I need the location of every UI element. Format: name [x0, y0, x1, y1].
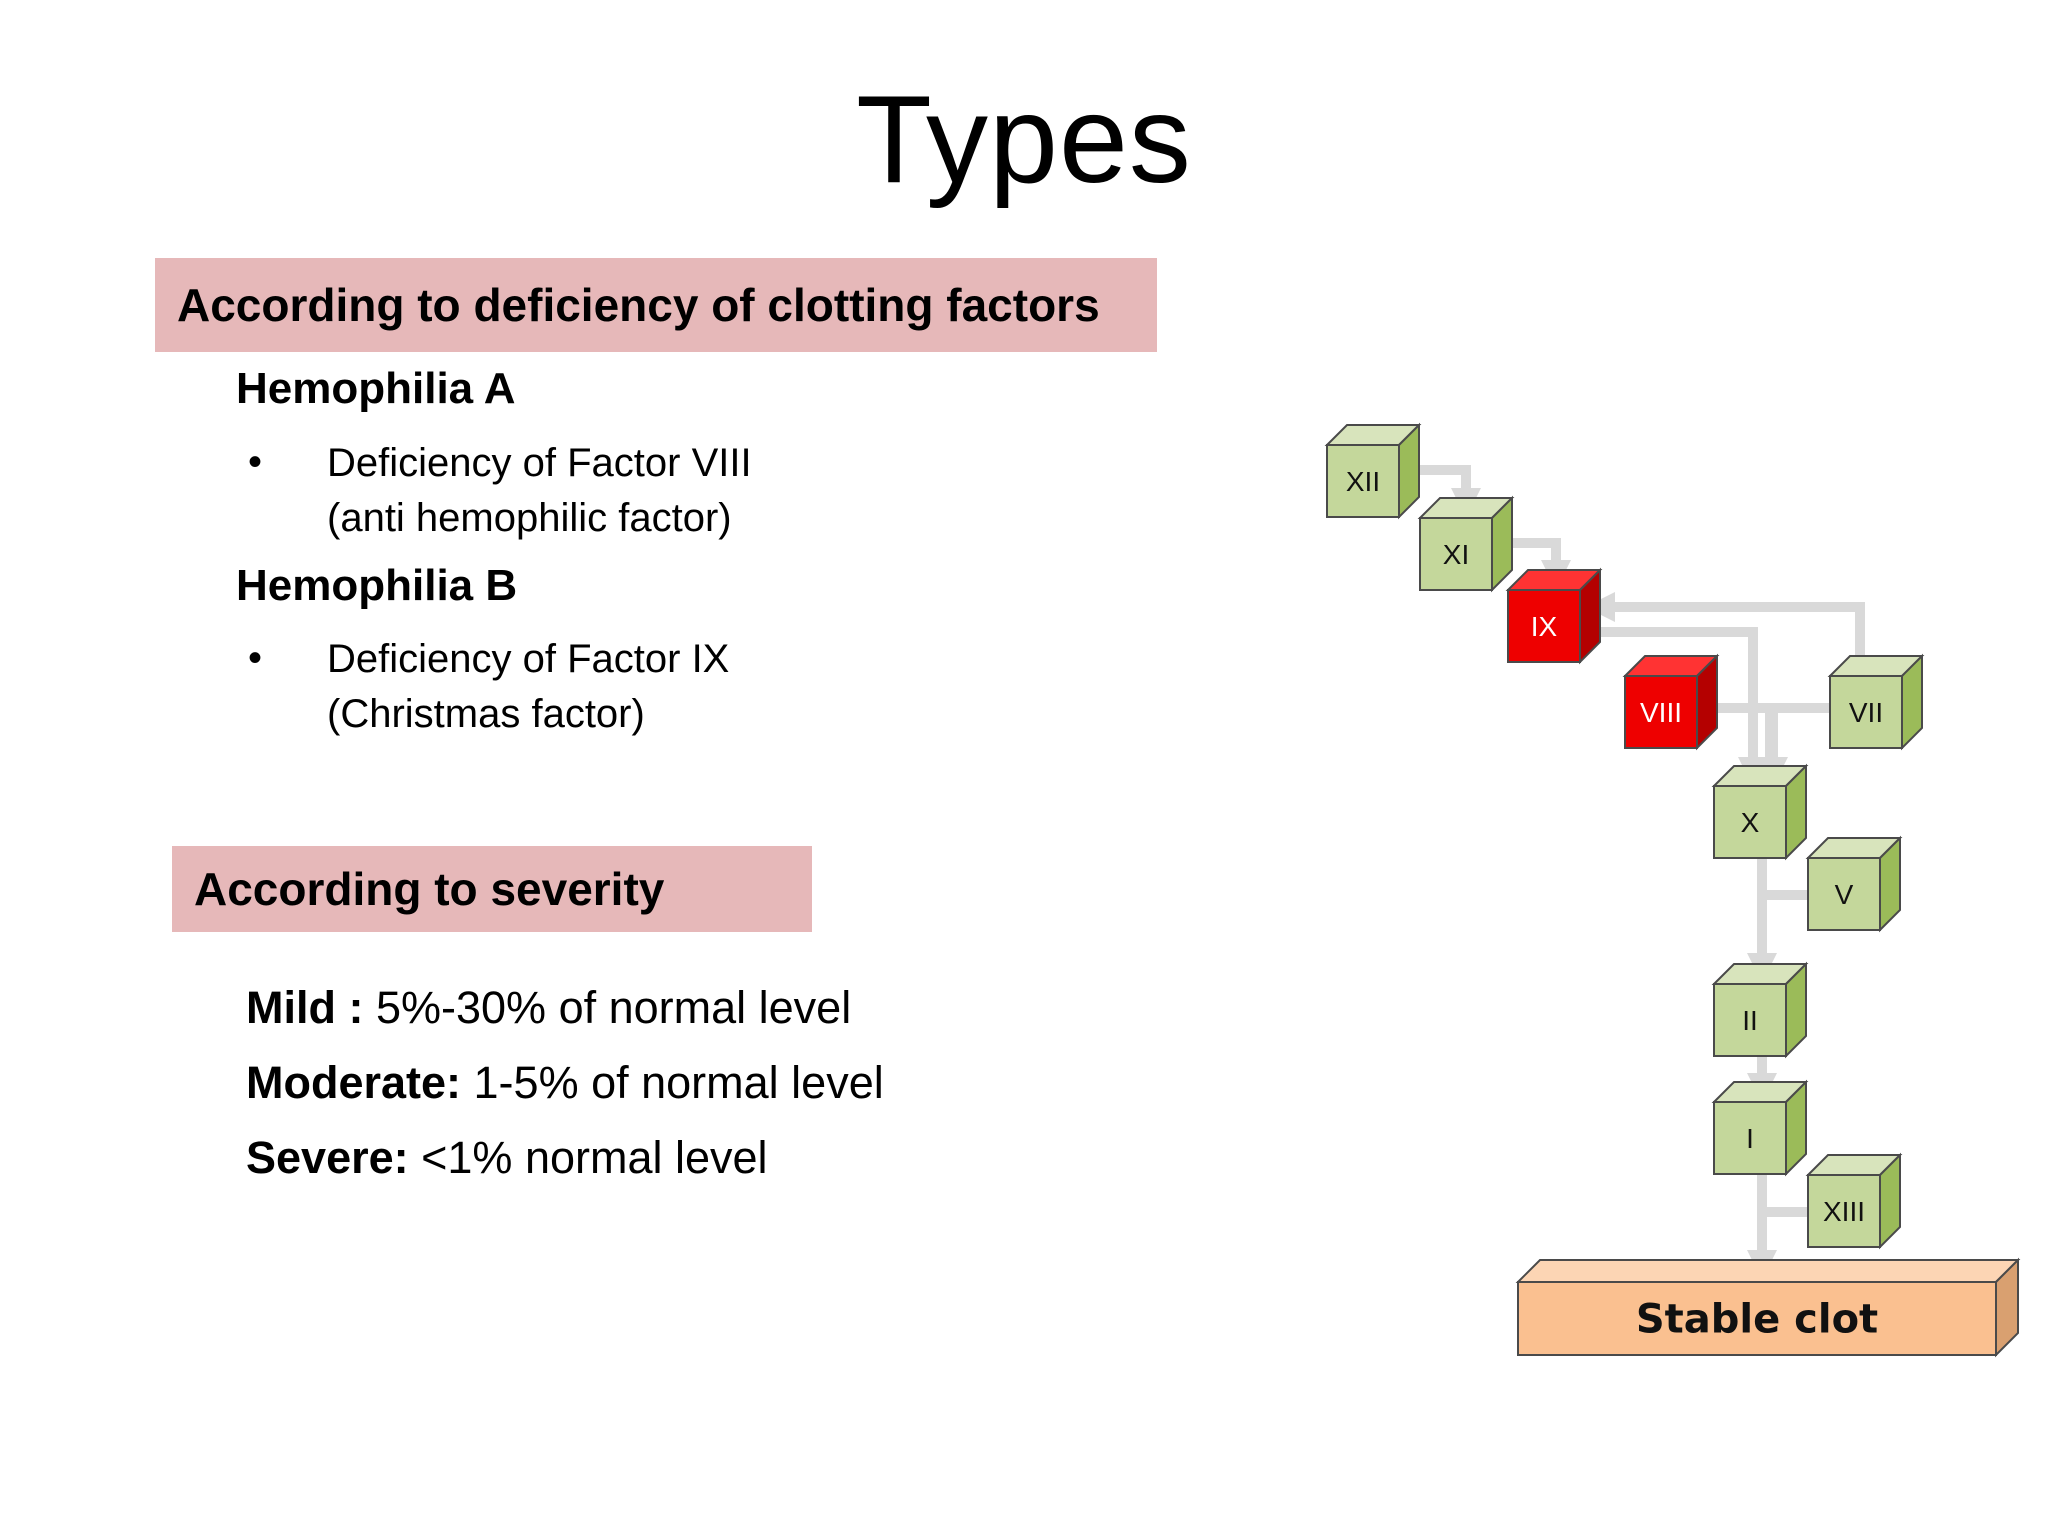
cube-front-face [1713, 1101, 1787, 1175]
stable-clot-top-face [1515, 1259, 2021, 1283]
hemophilia-b-heading: Hemophilia B [236, 561, 518, 610]
cube-front-face [1507, 589, 1581, 663]
severity-mild-text: 5%-30% of normal level [363, 982, 852, 1033]
hemophilia-b-line-2: (Christmas factor) [327, 692, 645, 736]
connector-vii-to-x [1758, 703, 1832, 787]
hemophilia-b-line-1: Deficiency of Factor IX [327, 637, 730, 681]
severity-severe: Severe: <1% normal level [246, 1132, 768, 1184]
deficiency-heading: According to deficiency of clotting fact… [177, 279, 1100, 331]
severity-heading-band: According to severity [172, 846, 812, 932]
connector-xi-to-ix [1493, 538, 1571, 590]
severity-severe-text: <1% normal level [408, 1132, 768, 1183]
factor-cube-viii: VIII [1622, 653, 1720, 751]
bullet-marker: • [248, 440, 263, 484]
factor-label-vii: VII [1849, 697, 1883, 728]
cube-front-face [1829, 675, 1903, 749]
factor-label-ii: II [1742, 1005, 1758, 1036]
hemophilia-a-description: Deficiency of Factor VIII (anti hemophil… [327, 436, 752, 546]
severity-moderate-text: 1-5% of normal level [461, 1057, 884, 1108]
severity-heading: According to severity [194, 863, 665, 915]
connector-ix-to-x [1580, 627, 1768, 787]
factor-cube-vii: VII [1827, 653, 1925, 751]
factor-cube-xi: XI [1417, 495, 1515, 593]
cascade-connectors [1400, 465, 1865, 1280]
severity-mild: Mild : 5%-30% of normal level [246, 982, 851, 1034]
factor-label-ix: IX [1531, 611, 1558, 642]
factor-label-viii: VIII [1640, 697, 1682, 728]
factor-label-xii: XII [1346, 466, 1380, 497]
cube-front-face [1713, 785, 1787, 859]
factor-label-v: V [1835, 879, 1854, 910]
connector-xii-to-xi [1400, 465, 1481, 518]
deficiency-heading-band: According to deficiency of clotting fact… [155, 258, 1157, 352]
cube-front-face [1807, 1174, 1881, 1248]
factor-cube-ii: II [1711, 961, 1809, 1059]
cube-front-face [1624, 675, 1698, 749]
severity-moderate-label: Moderate: [246, 1057, 462, 1108]
hemophilia-a-heading: Hemophilia A [236, 364, 516, 413]
factor-cube-xiii: XIII [1805, 1152, 1903, 1250]
factor-label-xiii: XIII [1823, 1196, 1865, 1227]
factor-cube-ix: IX [1505, 567, 1603, 665]
stable-clot-front-face [1517, 1281, 1997, 1356]
factor-label-x: X [1741, 807, 1760, 838]
cube-front-face [1326, 444, 1400, 518]
factor-cube-i: I [1711, 1079, 1809, 1177]
hemophilia-a-line-1: Deficiency of Factor VIII [327, 441, 752, 485]
cube-front-face [1713, 983, 1787, 1057]
connector-vii-to-ix [1585, 592, 1865, 660]
bullet-marker: • [248, 636, 263, 680]
factor-cube-v: V [1805, 835, 1903, 933]
factor-label-i: I [1746, 1123, 1754, 1154]
severity-moderate: Moderate: 1-5% of normal level [246, 1057, 884, 1109]
stable-clot-label: Stable clot [1636, 1297, 1878, 1343]
hemophilia-b-description: Deficiency of Factor IX (Christmas facto… [327, 632, 729, 742]
stable-clot-box: Stable clot [1515, 1257, 2021, 1358]
factor-cube-xii: XII [1324, 422, 1422, 520]
cube-front-face [1807, 857, 1881, 931]
factor-cube-x: X [1711, 763, 1809, 861]
severity-mild-label: Mild : [246, 982, 364, 1033]
cube-front-face [1419, 517, 1493, 591]
hemophilia-a-line-2: (anti hemophilic factor) [327, 496, 732, 540]
severity-severe-label: Severe: [246, 1132, 409, 1183]
factor-label-xi: XI [1443, 539, 1469, 570]
slide-title: Types [856, 71, 1192, 209]
